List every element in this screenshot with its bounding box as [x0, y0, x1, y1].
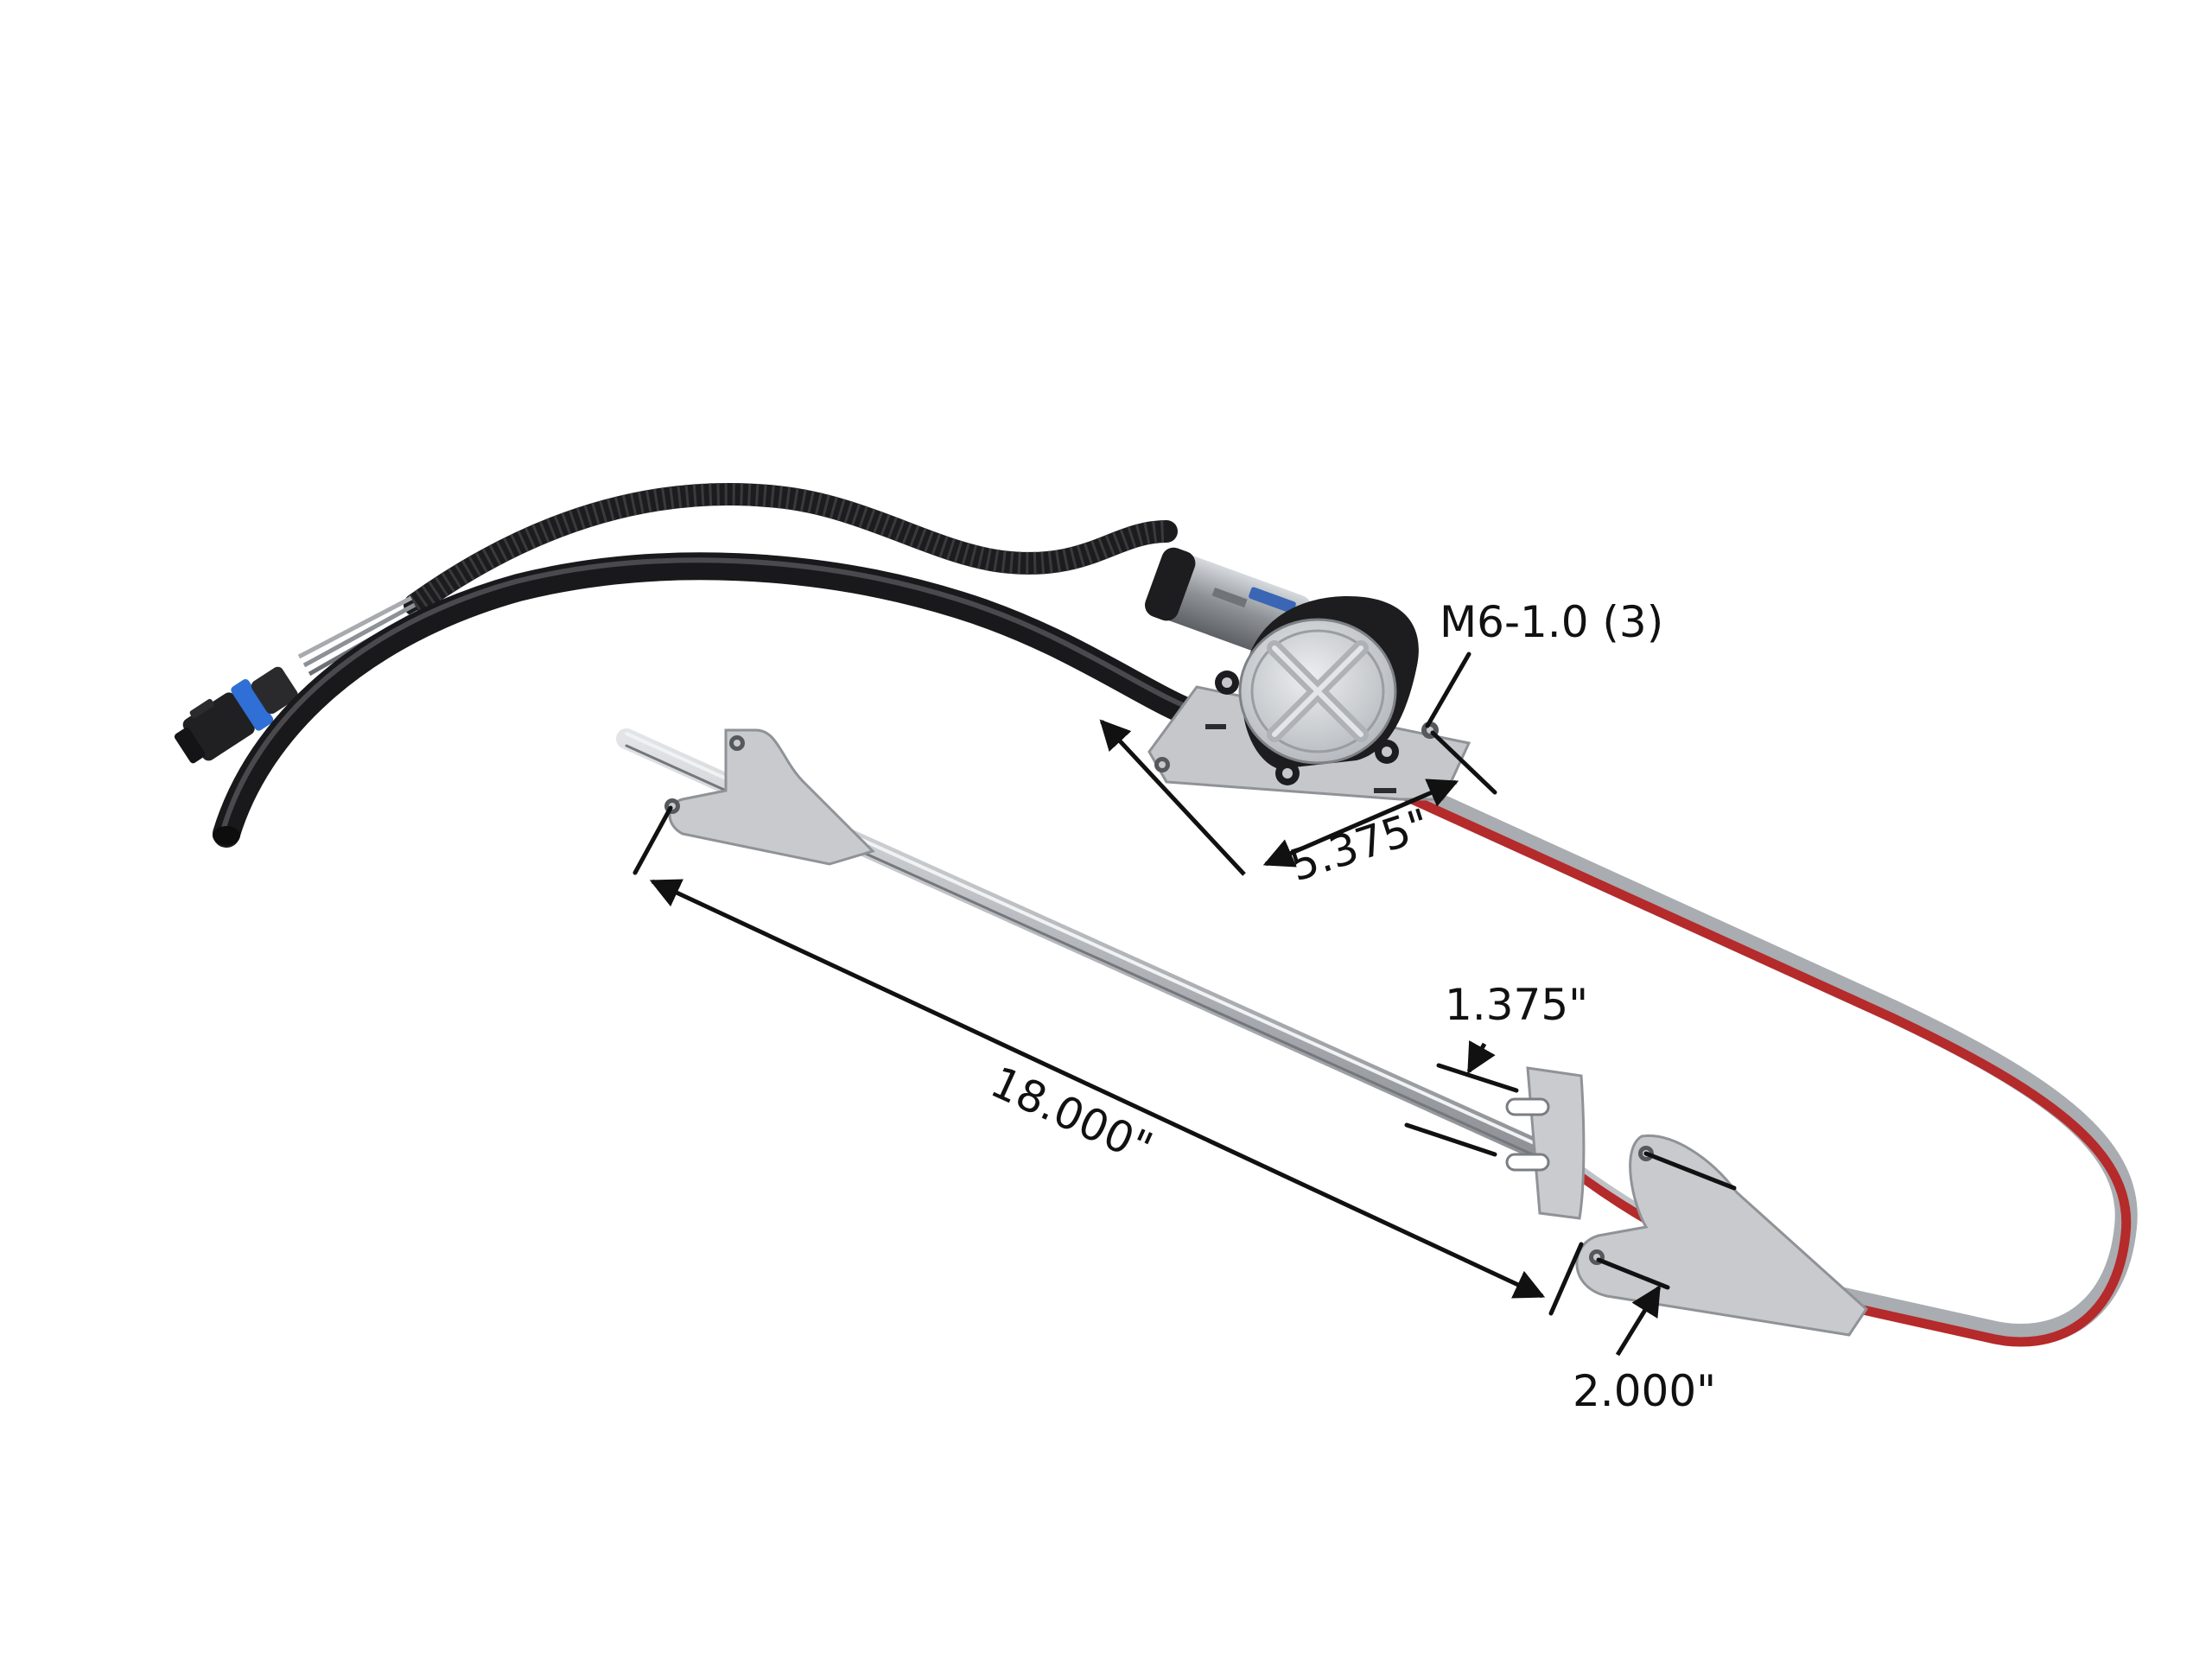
slider-width-dimension: 1.375" — [1404, 980, 1588, 1157]
bracket-offset-label: 2.000" — [1573, 1366, 1716, 1416]
cable-sheath — [213, 552, 1215, 848]
electrical-connector — [174, 666, 298, 764]
bracket-offset-dimension: 2.000" — [1573, 1151, 1737, 1416]
slider-width-label: 1.375" — [1445, 980, 1588, 1030]
bolt-spec-callout: M6-1.0 (3) — [1425, 597, 1663, 795]
product-illustration — [174, 482, 2138, 1347]
rail-length-dimension: 18.000" — [632, 805, 1584, 1316]
upper-bracket — [664, 728, 875, 866]
bolt-spec-label: M6-1.0 (3) — [1440, 597, 1663, 647]
lower-bracket — [1575, 1134, 1868, 1337]
motor-mount-width-label: 5.375" — [1284, 799, 1436, 892]
window-motor — [1145, 547, 1419, 785]
